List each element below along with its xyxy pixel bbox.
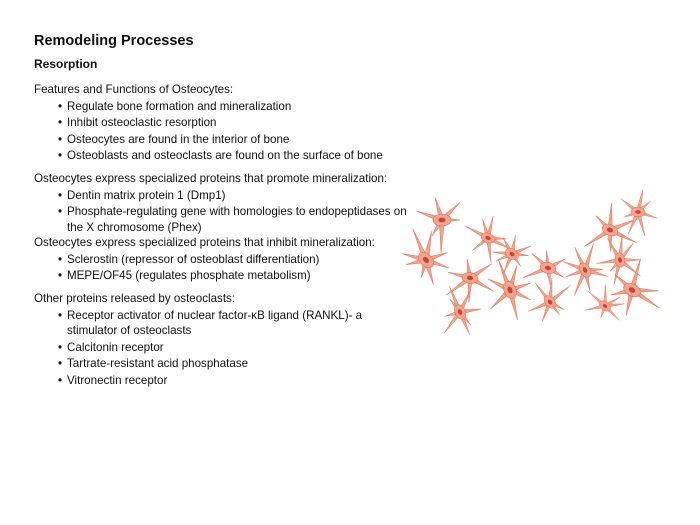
section-osteoclast-proteins: Other proteins released by osteoclasts: … <box>34 291 414 388</box>
osteocyte-cell <box>487 259 531 321</box>
cell-nucleus <box>438 217 446 223</box>
osteocyte-cell <box>443 286 482 335</box>
osteocyte-cell <box>522 250 567 285</box>
list-item: Tartrate-resistant acid phosphatase <box>58 356 414 372</box>
cell-nucleus <box>628 287 636 293</box>
cell-nucleus <box>485 235 491 241</box>
section-heading: Osteocytes express specialized proteins … <box>34 172 388 185</box>
osteocyte-cell <box>416 197 461 253</box>
bullet-list: Regulate bone formation and mineralizati… <box>34 99 414 164</box>
osteocyte-cell <box>492 235 532 275</box>
osteocyte-cell <box>445 258 494 303</box>
section-heading: Other proteins released by osteoclasts: <box>34 292 236 305</box>
osteocyte-cell <box>596 233 641 285</box>
list-item: Phosphate-regulating gene with homologie… <box>58 204 414 235</box>
list-item: Dentin matrix protein 1 (Dmp1) <box>58 188 414 204</box>
bullet-list: Dentin matrix protein 1 (Dmp1) Phosphate… <box>34 188 414 236</box>
osteocyte-cell <box>464 215 513 263</box>
cell-nucleus <box>547 299 553 305</box>
cell-nucleus <box>582 267 588 273</box>
section-inhibit-mineralization: Osteocytes express specialized proteins … <box>34 235 414 284</box>
osteocyte-network-illustration <box>402 190 660 335</box>
cell-nucleus <box>544 265 552 271</box>
section-promote-mineralization: Osteocytes express specialized proteins … <box>34 171 414 235</box>
cell-nucleus <box>607 227 613 233</box>
cell-nucleus <box>635 210 641 214</box>
cell-nucleus <box>602 303 608 309</box>
osteocyte-cell <box>402 228 450 285</box>
page-subtitle: Resorption <box>34 57 98 71</box>
list-item: Vitronectin receptor <box>58 373 414 389</box>
list-item: Inhibit osteoclastic resorption <box>58 115 414 131</box>
list-item: Calcitonin receptor <box>58 340 414 356</box>
cell-nucleus <box>507 286 513 294</box>
cell-nucleus <box>466 275 474 281</box>
osteocyte-cell <box>563 243 609 296</box>
cell-nucleus <box>509 251 515 257</box>
list-item: Osteoblasts and osteoclasts are found on… <box>58 148 414 164</box>
osteocyte-cell <box>620 190 658 236</box>
osteocyte-cell <box>584 284 625 321</box>
cell-nucleus <box>457 309 463 315</box>
list-item: Receptor activator of nuclear factor-κB … <box>58 308 414 339</box>
osteocyte-cell <box>528 278 571 322</box>
section-heading: Features and Functions of Osteocytes: <box>34 83 234 96</box>
list-item: MEPE/OF45 (regulates phosphate metabolis… <box>58 268 414 284</box>
section-osteocyte-features: Features and Functions of Osteocytes: Re… <box>34 82 414 164</box>
list-item: Regulate bone formation and mineralizati… <box>58 99 414 115</box>
bullet-list: Sclerostin (repressor of osteoblast diff… <box>34 252 414 284</box>
osteocyte-cell <box>584 202 639 253</box>
osteocyte-cell <box>610 258 660 316</box>
list-item: Osteocytes are found in the interior of … <box>58 132 414 148</box>
cell-nucleus <box>618 257 622 263</box>
page-title: Remodeling Processes <box>34 33 194 49</box>
cell-nucleus <box>422 256 430 264</box>
list-item: Sclerostin (repressor of osteoblast diff… <box>58 252 414 268</box>
section-heading: Osteocytes express specialized proteins … <box>34 236 375 249</box>
bullet-list: Receptor activator of nuclear factor-κB … <box>34 308 414 389</box>
